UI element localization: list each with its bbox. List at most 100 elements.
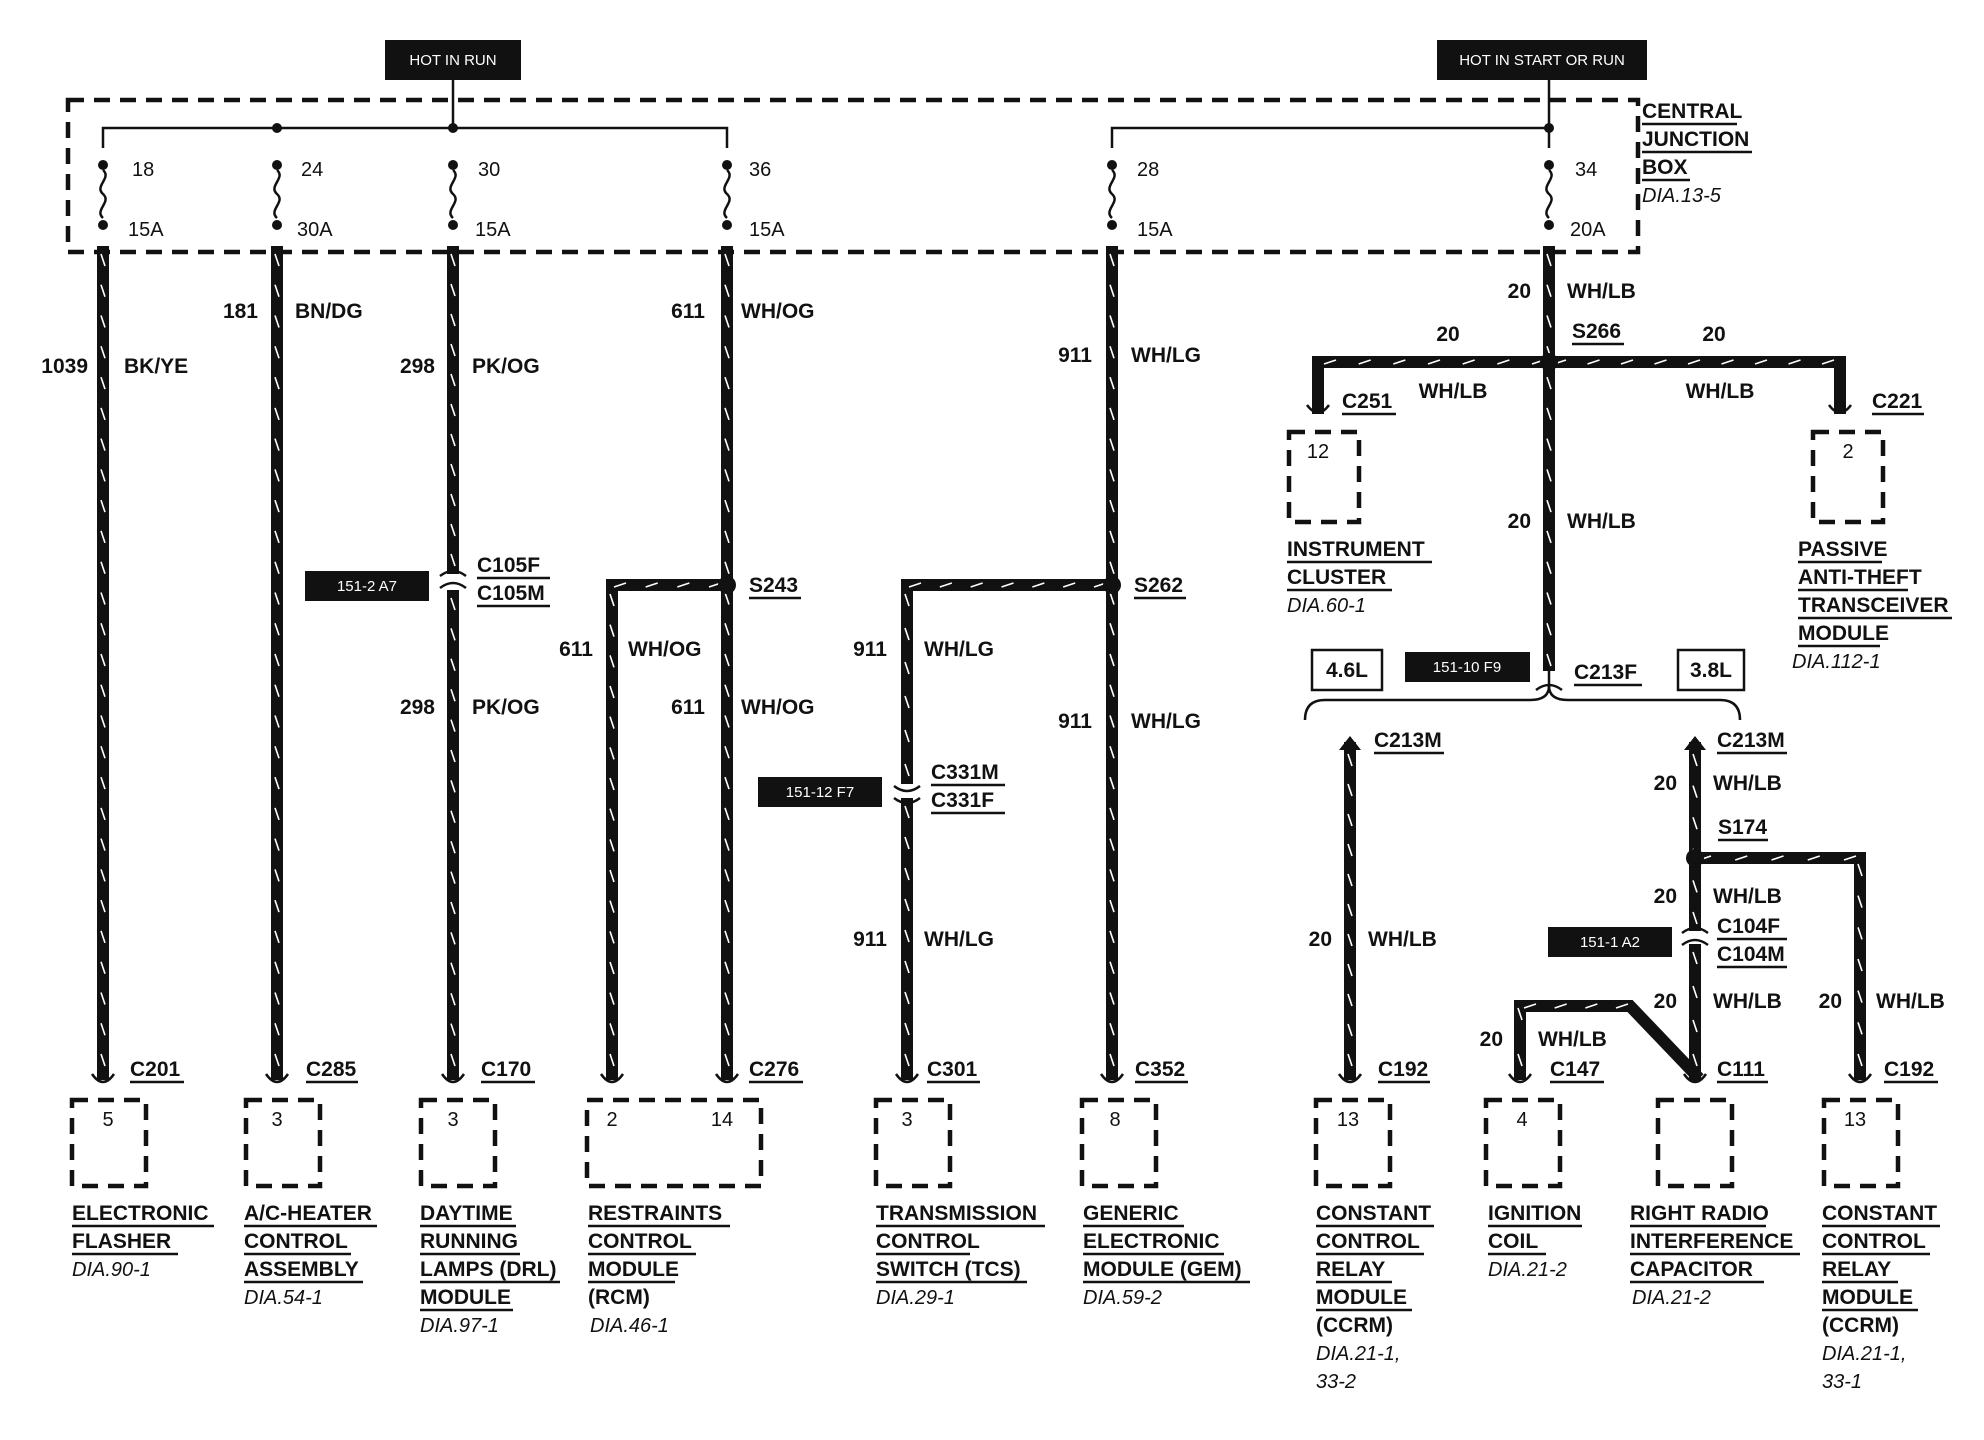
wire-tick xyxy=(677,582,690,588)
svg-text:911: 911 xyxy=(853,928,887,951)
wire-tick xyxy=(1587,359,1600,365)
engine-option-4-6l: 4.6L xyxy=(1310,648,1384,692)
wire-tick xyxy=(1857,927,1863,940)
svg-text:20: 20 xyxy=(1480,1028,1503,1051)
svg-text:A/C-HEATER: A/C-HEATER xyxy=(244,1202,372,1225)
junction-box-title: CENTRAL JUNCTION BOX DIA.13-5 xyxy=(1642,100,1752,207)
wire-tick xyxy=(609,992,615,1005)
svg-text:20: 20 xyxy=(1436,323,1459,346)
svg-text:1039: 1039 xyxy=(41,355,88,378)
wire-label-611-branch: 611 WH/OG xyxy=(559,638,701,661)
wire-tick xyxy=(1347,753,1353,767)
svg-text:(CCRM): (CCRM) xyxy=(1822,1314,1899,1337)
wire-tick xyxy=(100,838,106,851)
svg-text:MODULE: MODULE xyxy=(1316,1286,1407,1309)
svg-text:36: 36 xyxy=(749,159,771,181)
wire-tick xyxy=(1109,530,1115,544)
wire-tick xyxy=(1347,873,1353,887)
svg-text:MODULE (GEM): MODULE (GEM) xyxy=(1083,1258,1242,1281)
wire-tick xyxy=(1546,407,1552,421)
wire-tick xyxy=(1109,346,1115,359)
svg-text:DIA.54-1: DIA.54-1 xyxy=(244,1287,323,1309)
wire-tick xyxy=(450,871,456,884)
svg-text:WH/LB: WH/LB xyxy=(1686,380,1755,403)
svg-text:S262: S262 xyxy=(1134,574,1183,597)
svg-text:WH/LB: WH/LB xyxy=(1713,772,1782,795)
wire-tick xyxy=(100,746,106,759)
wire-tick xyxy=(1721,359,1734,365)
wire-tick xyxy=(904,805,910,819)
svg-text:RUNNING: RUNNING xyxy=(420,1230,518,1253)
wire-611 xyxy=(606,246,733,1080)
wire-tick xyxy=(904,898,910,912)
svg-text:CENTRAL: CENTRAL xyxy=(1642,100,1742,123)
wire-tick xyxy=(1109,653,1115,667)
wire-tick xyxy=(450,628,456,641)
connector-c105: 151-2 A7 C105F C105M xyxy=(305,554,550,608)
wire-tick xyxy=(1546,253,1552,267)
wire-tick xyxy=(1692,785,1698,798)
wire-tick xyxy=(904,763,910,777)
wire-label-611-upper: 611 WH/OG xyxy=(671,300,814,323)
wire-tick xyxy=(1109,438,1115,451)
svg-text:ELECTRONIC: ELECTRONIC xyxy=(1083,1230,1220,1253)
svg-text:DIA.13-5: DIA.13-5 xyxy=(1642,185,1722,207)
module-instrument-cluster: C251 12 INSTRUMENT CLUSTER DIA.60-1 xyxy=(1286,390,1432,617)
wire-tick xyxy=(724,407,730,421)
svg-text:WH/LB: WH/LB xyxy=(1419,380,1488,403)
module-transmission-control-switch: C301 3 TRANSMISSION CONTROL SWITCH (TCS)… xyxy=(873,1058,1045,1309)
wire-tick xyxy=(1109,315,1115,328)
svg-text:S174: S174 xyxy=(1718,816,1767,839)
connector-c213m-right: C213M xyxy=(1684,729,1787,755)
wire-tick xyxy=(1109,253,1115,267)
wire-tick xyxy=(1692,880,1698,893)
wire-tick xyxy=(100,684,106,698)
wire-label-20-s174-below: 20 WH/LB xyxy=(1654,885,1782,908)
wire-tick xyxy=(1546,561,1552,574)
svg-text:(CCRM): (CCRM) xyxy=(1316,1314,1393,1337)
svg-text:C170: C170 xyxy=(481,1058,531,1081)
svg-text:TRANSCEIVER: TRANSCEIVER xyxy=(1798,594,1949,617)
wire-tick xyxy=(1692,951,1698,965)
module-daytime-running-lamps: C170 3 DAYTIME RUNNING LAMPS (DRL) MODUL… xyxy=(418,1058,560,1337)
wire-tick xyxy=(1109,469,1115,482)
wire-tick xyxy=(970,582,983,588)
wire-tick xyxy=(100,992,106,1005)
svg-text:151-10 F9: 151-10 F9 xyxy=(1433,659,1501,676)
wire-tick xyxy=(724,561,730,574)
wire-tick xyxy=(1109,992,1115,1005)
wire-label-611-lower: 611 WH/OG xyxy=(671,696,814,719)
svg-text:WH/LB: WH/LB xyxy=(1876,990,1945,1013)
wire-tick xyxy=(450,1053,456,1067)
wire-tick xyxy=(609,808,615,821)
svg-text:CONTROL: CONTROL xyxy=(1822,1230,1926,1253)
wire-tick xyxy=(274,653,280,667)
svg-text:181: 181 xyxy=(223,300,258,323)
wire-tick xyxy=(609,716,615,729)
wire-tick xyxy=(450,901,456,915)
fuse-30: 30 15A xyxy=(448,159,511,241)
wire-tick xyxy=(450,658,456,672)
svg-text:WH/LB: WH/LB xyxy=(1567,510,1636,533)
wire-tick xyxy=(450,373,456,387)
svg-text:DIA.21-1,: DIA.21-1, xyxy=(1822,1343,1906,1365)
svg-text:30A: 30A xyxy=(297,219,333,241)
wire-tick xyxy=(724,807,730,821)
svg-text:DIA.29-1: DIA.29-1 xyxy=(876,1287,955,1309)
svg-text:C147: C147 xyxy=(1550,1058,1600,1081)
wire-tick xyxy=(450,343,456,357)
wire-label-20-ccrm2: 20 WH/LB xyxy=(1819,990,1945,1013)
wire-tick xyxy=(100,346,106,359)
splice-s262: S262 xyxy=(1103,574,1186,600)
wire-tick xyxy=(1692,911,1698,925)
wire-tick xyxy=(1692,753,1698,767)
svg-text:DIA.90-1: DIA.90-1 xyxy=(72,1259,151,1281)
svg-text:33-2: 33-2 xyxy=(1316,1371,1356,1393)
wire-tick xyxy=(100,930,106,944)
module-right-radio-capacitor: C111 RIGHT RADIO INTERFERENCE CAPACITOR … xyxy=(1630,1058,1800,1309)
wire-tick xyxy=(724,869,730,882)
wire-tick xyxy=(1546,284,1552,298)
wire-tick xyxy=(450,749,456,763)
svg-text:C331M: C331M xyxy=(931,761,999,784)
svg-text:8: 8 xyxy=(1109,1109,1120,1131)
